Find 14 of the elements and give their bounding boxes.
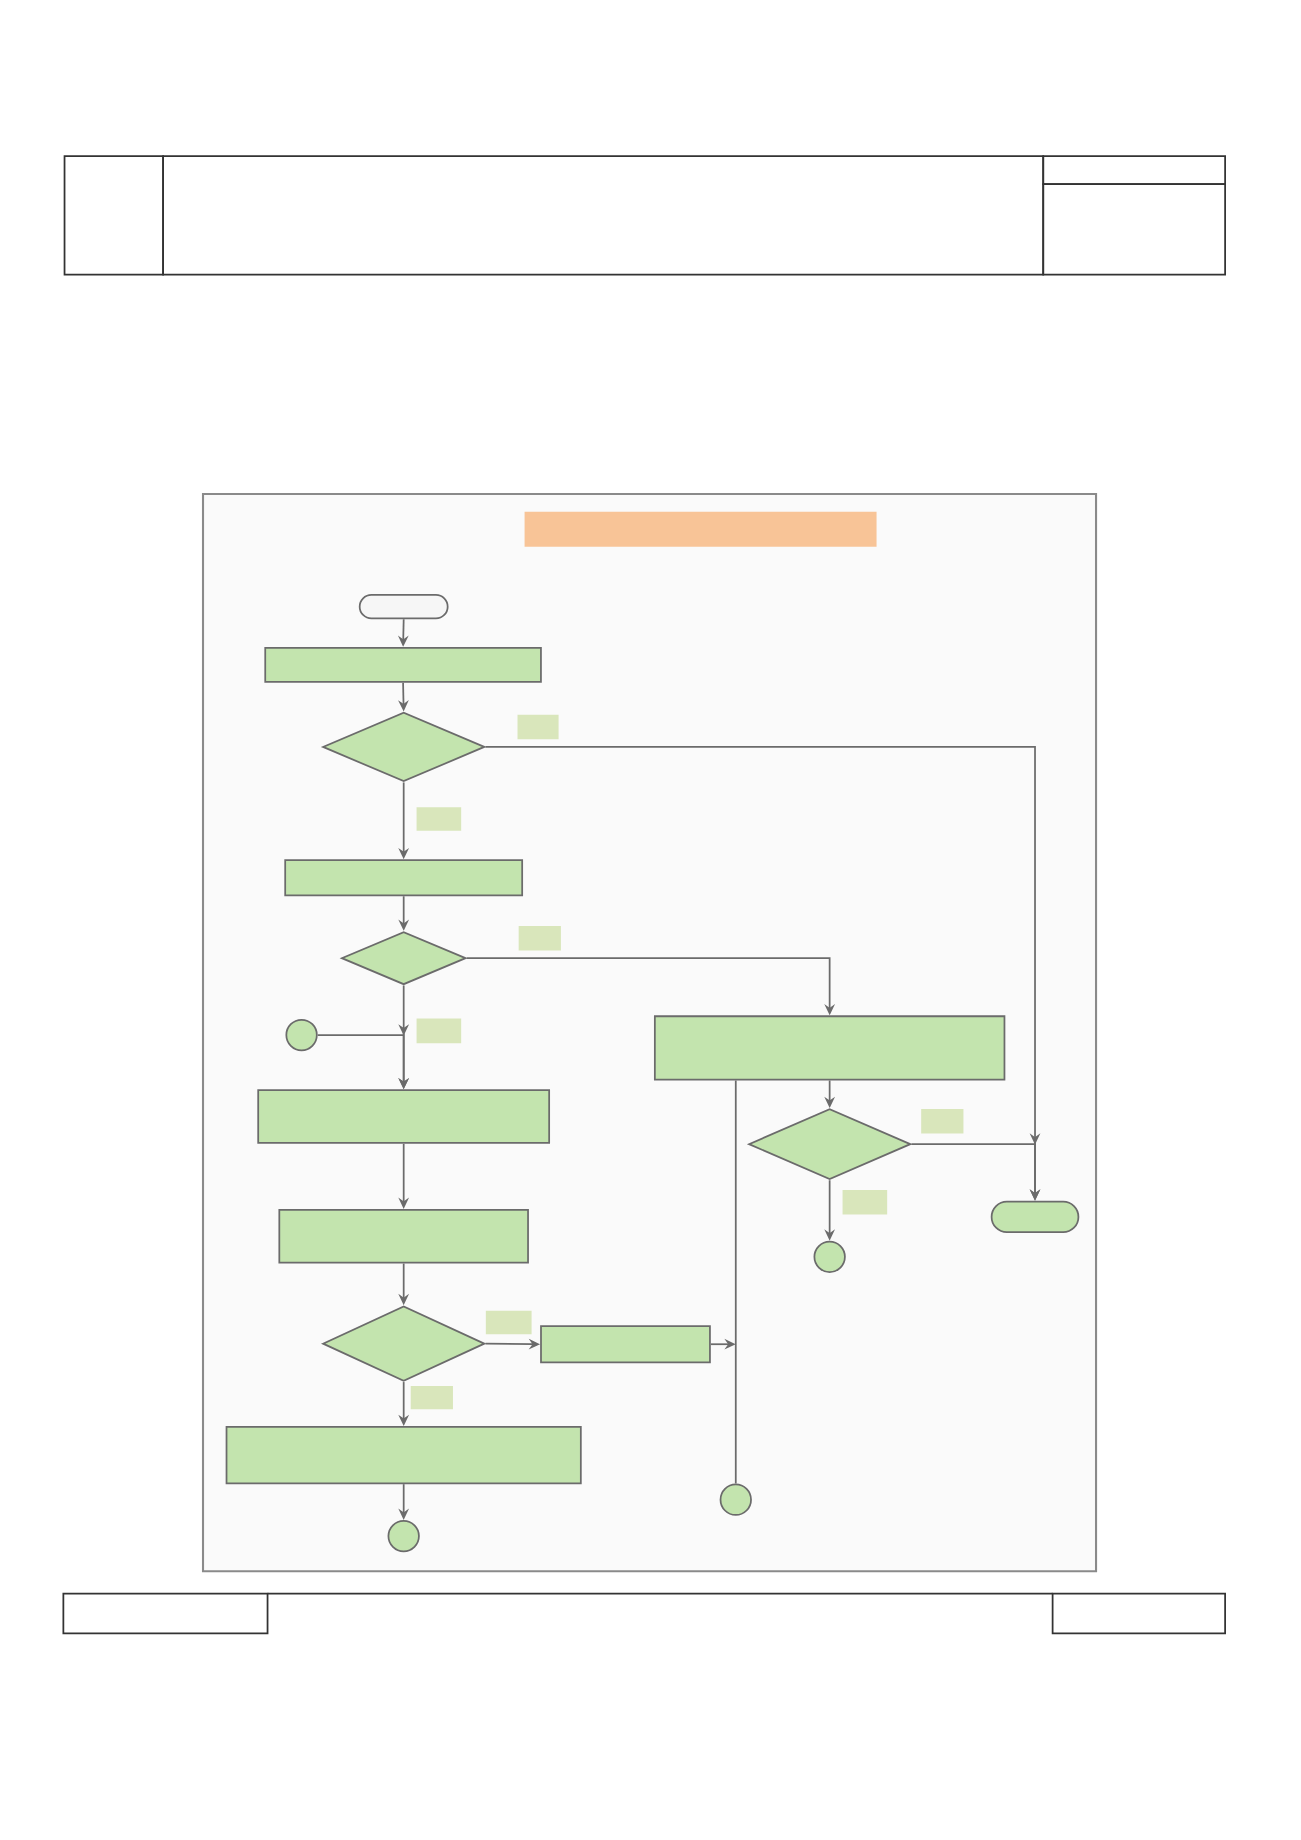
title-bar [524,511,877,547]
connector-circle [813,1240,846,1273]
connector-circle [719,1483,752,1516]
terminator-pill [358,594,449,620]
process-box [539,1325,711,1364]
process-box [257,1089,550,1144]
process-box [264,646,542,683]
connector-circle [387,1519,420,1553]
process-box [225,1426,582,1485]
terminator-pill [990,1200,1080,1234]
connector-circle [285,1018,318,1052]
process-box [284,859,523,897]
process-box [653,1015,1006,1081]
process-box [278,1209,529,1264]
